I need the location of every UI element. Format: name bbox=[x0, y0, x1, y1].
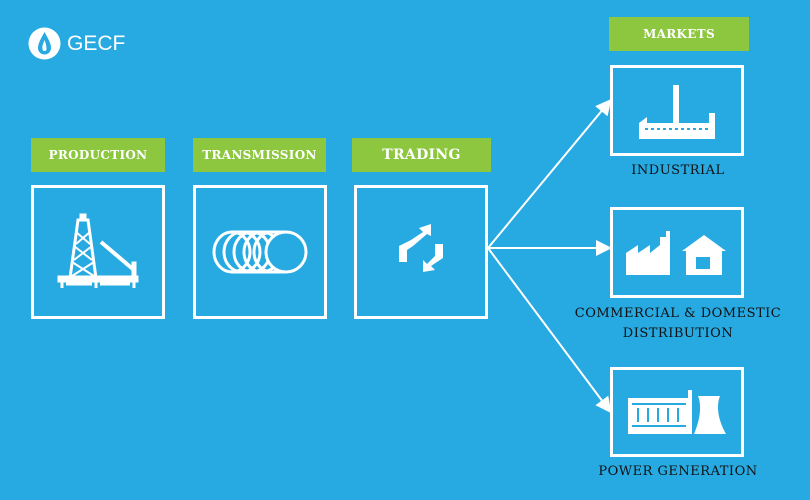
arrow-to-power bbox=[487, 247, 612, 414]
production-box bbox=[31, 185, 165, 319]
arrow-to-industrial bbox=[487, 98, 612, 249]
factory-icon bbox=[639, 84, 715, 139]
trading-label: TRADING bbox=[352, 138, 491, 172]
exchange-arrows-icon bbox=[399, 224, 443, 272]
power-generation-box bbox=[610, 367, 744, 457]
commercial-domestic-box bbox=[610, 207, 744, 298]
flame-drop-icon bbox=[28, 27, 61, 60]
markets-label: MARKETS bbox=[609, 17, 749, 51]
commercial-caption-line2: DISTRIBUTION bbox=[622, 326, 734, 341]
industrial-caption: INDUSTRIAL bbox=[631, 163, 725, 178]
oil-rig-icon bbox=[57, 213, 139, 288]
power-plant-icon bbox=[628, 390, 726, 434]
commercial-caption-line1: COMMERCIAL & DOMESTIC bbox=[574, 306, 782, 321]
transmission-label: TRANSMISSION bbox=[193, 138, 326, 172]
logo-text: GECF bbox=[67, 31, 126, 55]
commercial-domestic-caption: COMMERCIAL & DOMESTIC DISTRIBUTION bbox=[560, 304, 796, 344]
trading-box bbox=[354, 185, 488, 319]
industrial-box bbox=[610, 65, 744, 156]
transmission-box bbox=[193, 185, 327, 319]
power-generation-caption: POWER GENERATION bbox=[598, 464, 758, 479]
factory-house-icon bbox=[626, 230, 726, 275]
production-label: PRODUCTION bbox=[31, 138, 165, 172]
pipeline-icon bbox=[212, 230, 308, 274]
gecf-logo: GECF bbox=[28, 27, 125, 60]
